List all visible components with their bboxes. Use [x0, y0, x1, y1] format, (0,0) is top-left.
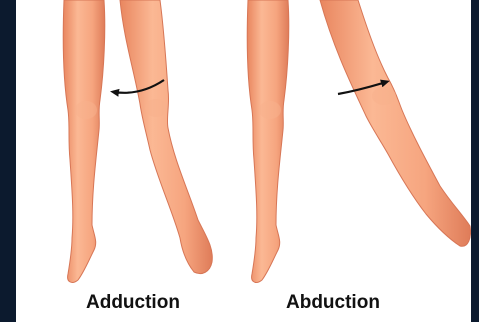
- adduction-knee-left: [75, 101, 97, 119]
- adduction-legs: [63, 0, 212, 282]
- illustration-panel: Adduction Abduction: [16, 0, 471, 322]
- adduction-knee-right: [145, 99, 167, 117]
- legs-illustration: [16, 0, 471, 322]
- abduction-knee-right: [372, 87, 396, 105]
- abduction-leg-right: [320, 0, 471, 246]
- adduction-leg-left: [63, 0, 105, 282]
- adduction-leg-right: [120, 0, 212, 274]
- abduction-label: Abduction: [286, 292, 380, 314]
- abduction-knee-left: [259, 101, 281, 119]
- abduction-leg-left: [247, 0, 289, 282]
- abduction-legs: [247, 0, 470, 282]
- adduction-label: Adduction: [86, 292, 180, 314]
